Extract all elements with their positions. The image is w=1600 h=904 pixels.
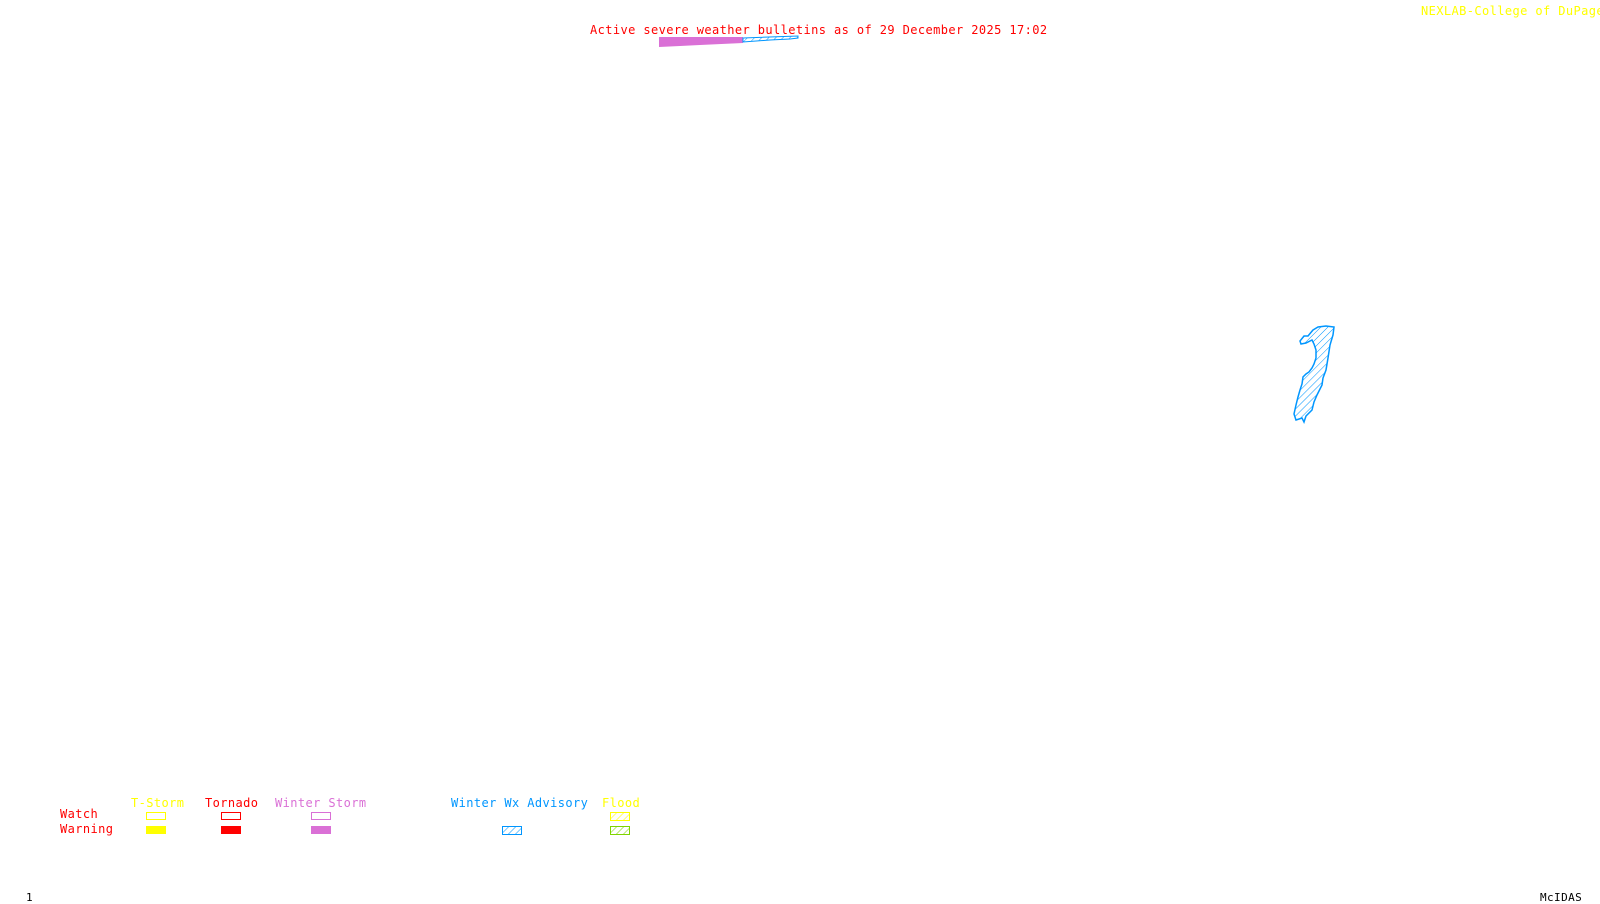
software-label: McIDAS (1540, 891, 1583, 904)
legend-tornado-label: Tornado (205, 796, 259, 810)
legend-tstorm-label: T-Storm (131, 796, 185, 810)
nexlab-credit: NEXLAB-College of DuPage ◺ (1421, 5, 1600, 17)
winter-wx-advisory-area (1293, 325, 1335, 424)
legend-winter-wx-advisory-swatch (502, 826, 522, 835)
legend-winter-storm-warning-swatch (311, 826, 331, 834)
legend-row-watch: Watch (60, 807, 99, 821)
legend-flood-label: Flood (602, 796, 641, 810)
legend-flood-watch-swatch (610, 812, 630, 821)
legend-winter-storm-label: Winter Storm (275, 796, 367, 810)
winter-wx-advisory-area-top (742, 35, 799, 43)
legend-tornado-watch-swatch (221, 812, 241, 820)
legend-tstorm-watch-swatch (146, 812, 166, 820)
legend-row-warning: Warning (60, 822, 114, 836)
credit-text: NEXLAB-College of DuPage (1421, 4, 1600, 18)
page-title: Active severe weather bulletins as of 29… (590, 23, 1048, 37)
winter-storm-warning-area (659, 37, 743, 47)
legend-tstorm-warning-swatch (146, 826, 166, 834)
frame-number: 1 (26, 891, 34, 904)
legend-tornado-warning-swatch (221, 826, 241, 834)
legend-flood-warning-swatch (610, 826, 630, 835)
legend-winter-wx-advisory-label: Winter Wx Advisory (451, 796, 589, 810)
legend-winter-storm-watch-swatch (311, 812, 331, 820)
